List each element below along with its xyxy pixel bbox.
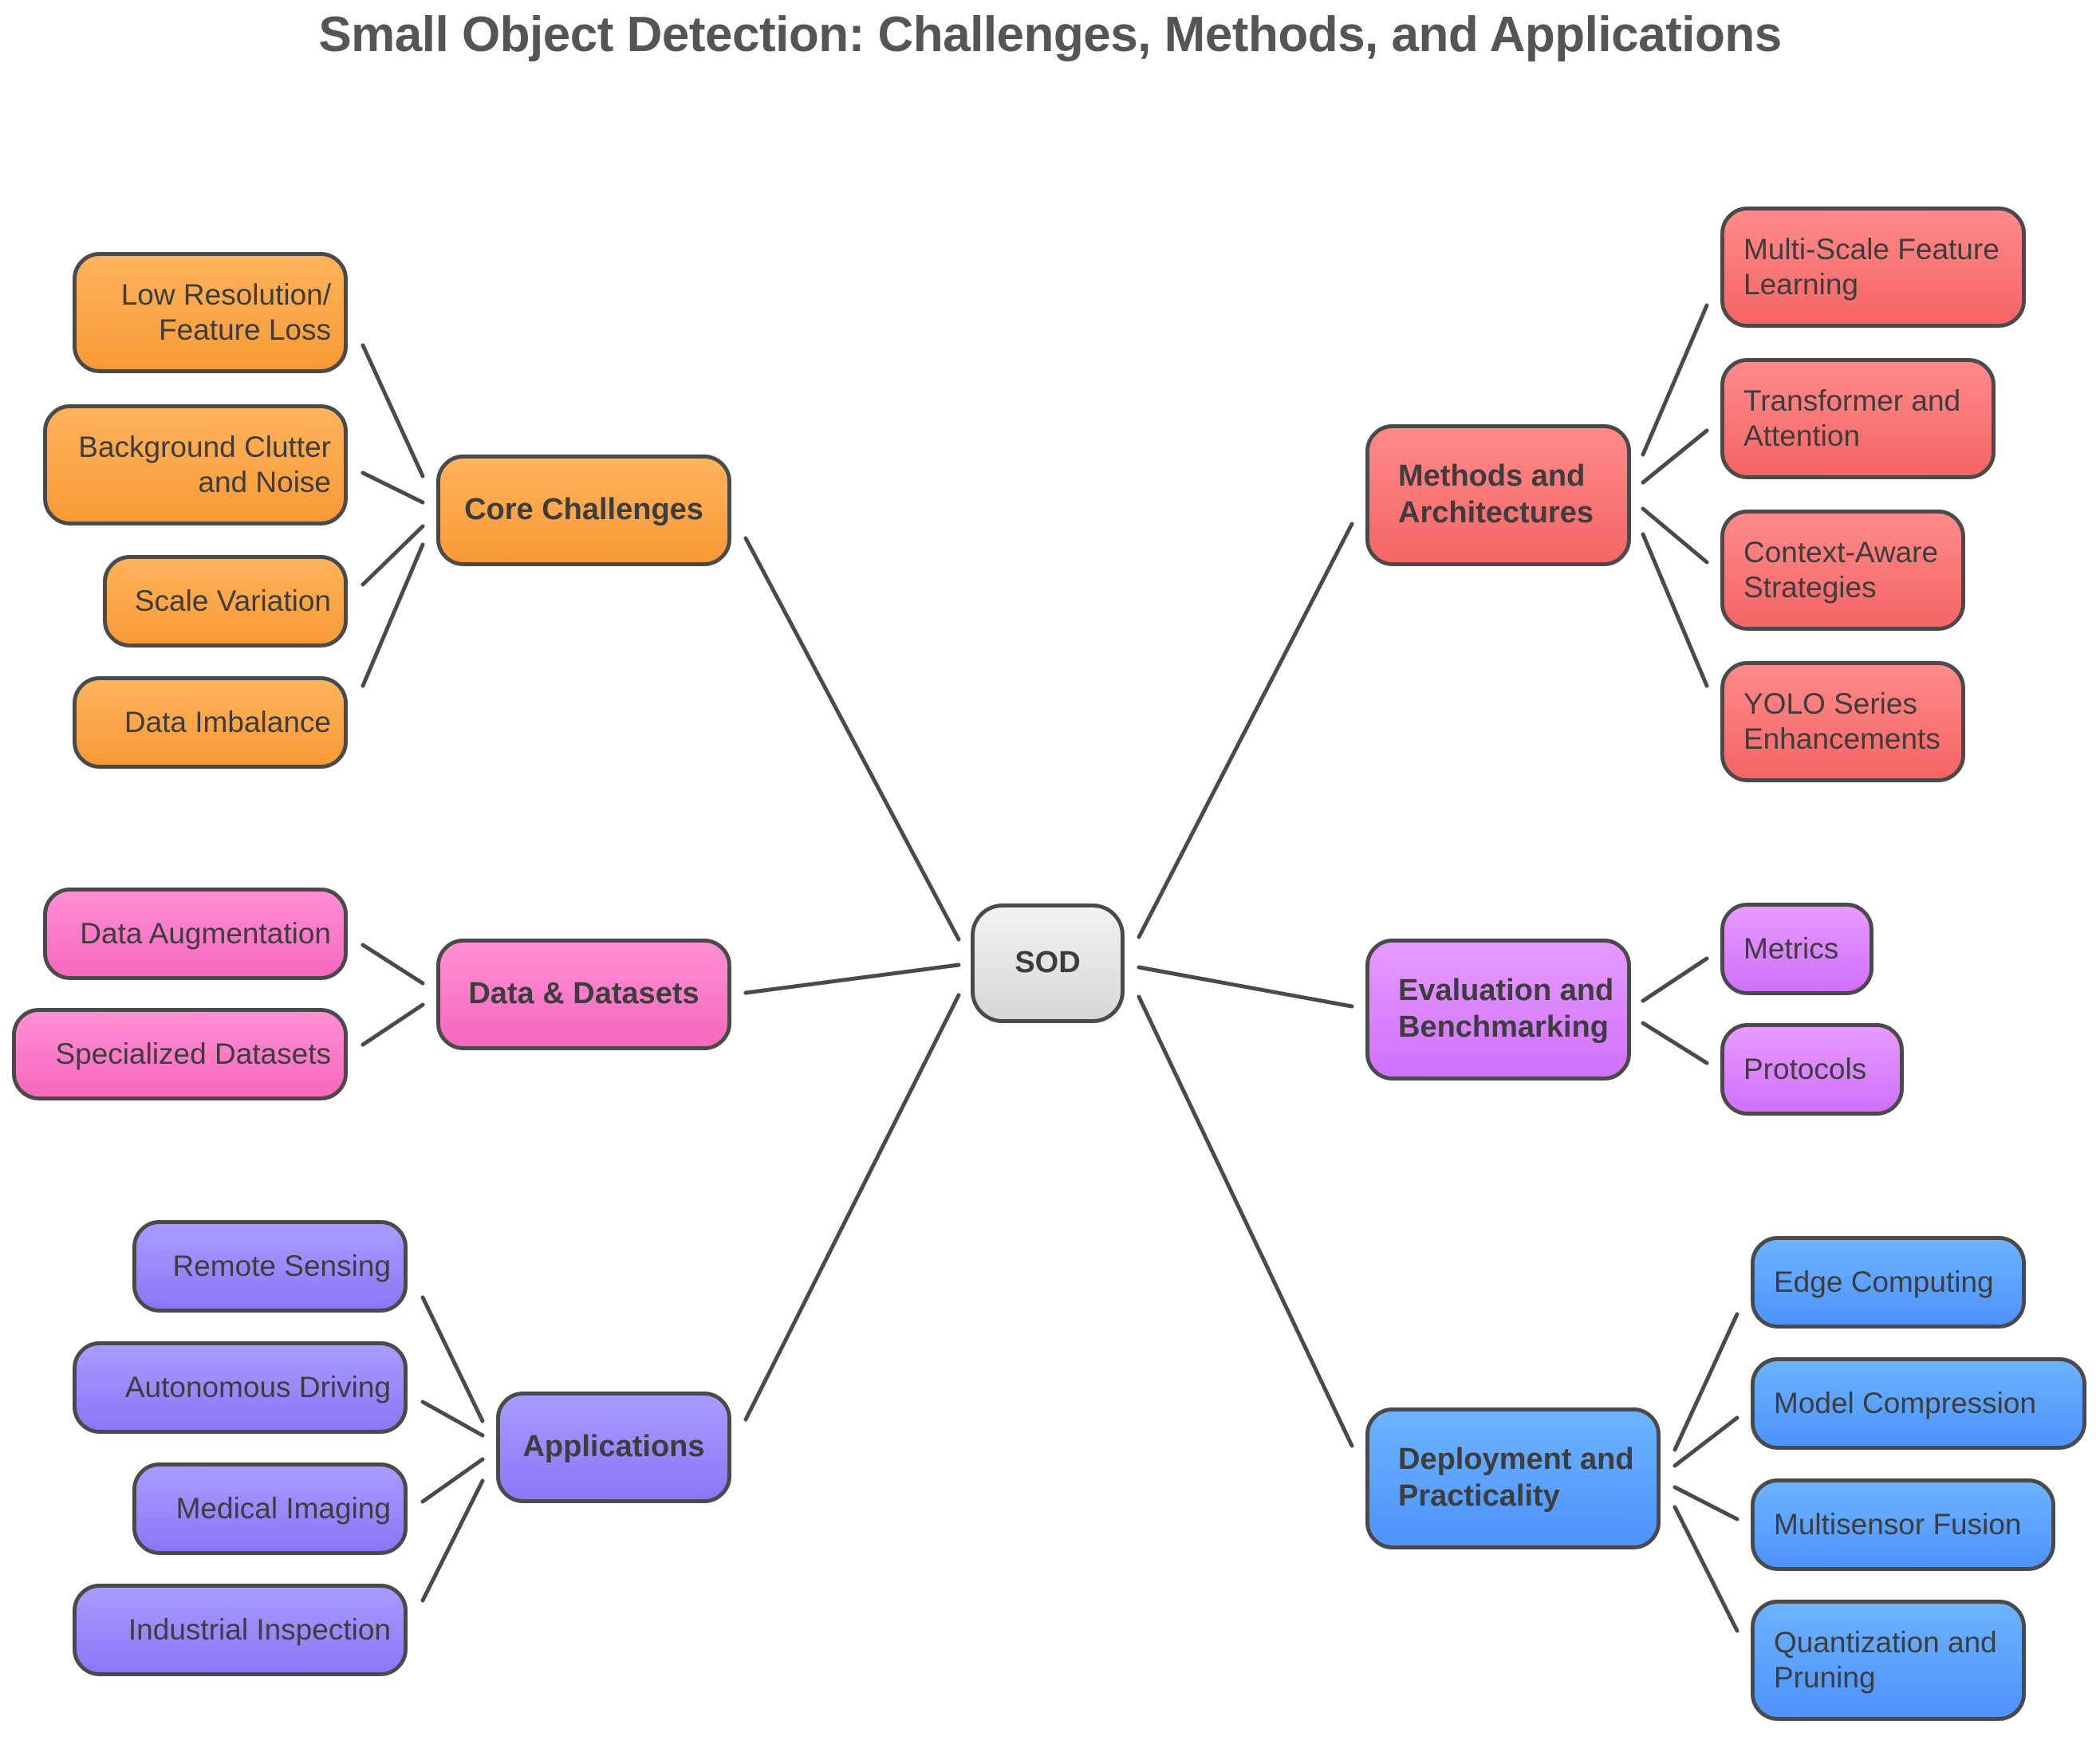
branch-deployment-practicality: Deployment and Practicality (1365, 1407, 1661, 1549)
leaf-label: Industrial Inspection (128, 1612, 391, 1646)
branch-methods-architectures: Methods and Architectures (1365, 424, 1631, 566)
branch-deployment-label: Deployment and Practicality (1398, 1443, 1634, 1513)
branch-core-challenges-label: Core Challenges (464, 493, 703, 527)
leaf-label: Data Augmentation (80, 916, 331, 950)
leaf-medical-imaging: Medical Imaging (132, 1462, 408, 1555)
leaf-label: Multi-Scale Feature Learning (1743, 232, 2000, 301)
connector-line (1673, 1505, 1739, 1633)
connector-line (361, 470, 425, 505)
branch-data-label: Data & Datasets (468, 977, 699, 1011)
leaf-label: Transformer and Attention (1743, 384, 1961, 452)
leaf-context-aware: Context-Aware Strategies (1720, 510, 1965, 631)
connector-line (1137, 522, 1354, 939)
leaf-label: Low Resolution/ Feature Loss (120, 278, 331, 346)
connector-line (1673, 1312, 1739, 1452)
connector-line (361, 943, 425, 986)
connector-line (743, 993, 961, 1422)
leaf-transformer-attention: Transformer and Attention (1720, 358, 1996, 479)
connector-line (420, 1295, 485, 1423)
leaf-data-augmentation: Data Augmentation (43, 888, 348, 980)
leaf-label: Multisensor Fusion (1774, 1507, 2022, 1541)
leaf-label: Context-Aware Strategies (1743, 535, 1939, 604)
connector-line (1641, 506, 1709, 565)
connector-line (1137, 965, 1354, 1009)
leaf-yolo-series: YOLO Series Enhancements (1720, 661, 1965, 782)
connector-line (1673, 1485, 1739, 1522)
leaf-label: Data Imbalance (124, 705, 331, 738)
branch-evaluation-benchmarking: Evaluation and Benchmarking (1365, 939, 1631, 1081)
leaf-label: Remote Sensing (172, 1249, 391, 1282)
leaf-label: YOLO Series Enhancements (1743, 687, 1940, 755)
connector-line (361, 524, 425, 587)
connector-line (1641, 1021, 1709, 1065)
leaf-label: Quantization and Pruning (1774, 1625, 1997, 1694)
branch-evaluation-label: Evaluation and Benchmarking (1398, 974, 1614, 1044)
branch-applications-label: Applications (522, 1430, 705, 1464)
leaf-data-imbalance: Data Imbalance (73, 676, 348, 769)
leaf-label: Edge Computing (1774, 1265, 1994, 1298)
leaf-label: Specialized Datasets (55, 1037, 331, 1070)
leaf-autonomous-driving: Autonomous Driving (73, 1341, 408, 1434)
leaf-model-compression: Model Compression (1751, 1357, 2086, 1450)
leaf-specialized-datasets: Specialized Datasets (12, 1008, 348, 1100)
connector-line (420, 1399, 485, 1438)
branch-core-challenges: Core Challenges (436, 455, 731, 566)
diagram-title: Small Object Detection: Challenges, Meth… (318, 7, 1782, 62)
center-node-sod: SOD (971, 903, 1125, 1023)
leaf-label: Model Compression (1774, 1386, 2037, 1419)
connector-line (420, 1478, 485, 1603)
leaf-metrics: Metrics (1720, 903, 1873, 995)
leaf-scale-variation: Scale Variation (103, 555, 348, 648)
leaf-label: Protocols (1743, 1052, 1867, 1085)
branch-applications: Applications (496, 1392, 731, 1503)
leaf-protocols: Protocols (1720, 1023, 1904, 1116)
leaf-multisensor-fusion: Multisensor Fusion (1751, 1478, 2055, 1571)
connector-line (1641, 956, 1709, 1003)
leaf-label: Background Clutter and Noise (78, 430, 331, 498)
connector-line (743, 963, 961, 995)
leaf-edge-computing: Edge Computing (1751, 1236, 2026, 1329)
leaf-remote-sensing: Remote Sensing (132, 1220, 408, 1313)
center-node-label: SOD (1015, 946, 1081, 980)
connector-line (1641, 428, 1709, 485)
leaf-low-resolution: Low Resolution/ Feature Loss (73, 252, 348, 373)
leaf-label: Scale Variation (134, 584, 331, 617)
leaf-label: Medical Imaging (175, 1491, 391, 1525)
leaf-background-clutter: Background Clutter and Noise (43, 404, 348, 526)
connector-line (361, 343, 425, 478)
leaf-quantization-pruning: Quantization and Pruning (1751, 1600, 2026, 1721)
leaf-industrial-inspection: Industrial Inspection (73, 1584, 408, 1676)
leaf-label: Metrics (1743, 931, 1839, 965)
leaf-label: Autonomous Driving (124, 1370, 391, 1403)
connector-line (420, 1457, 485, 1504)
leaf-multi-scale-feature: Multi-Scale Feature Learning (1720, 207, 2026, 328)
connector-line (361, 1002, 425, 1047)
branch-methods-label: Methods and Architectures (1398, 459, 1594, 529)
connector-line (743, 536, 961, 942)
connector-line (1137, 994, 1354, 1448)
connector-line (1641, 532, 1709, 688)
branch-data-datasets: Data & Datasets (436, 939, 731, 1050)
connector-line (1673, 1415, 1739, 1468)
connector-line (361, 542, 425, 688)
connector-line (1641, 303, 1709, 457)
